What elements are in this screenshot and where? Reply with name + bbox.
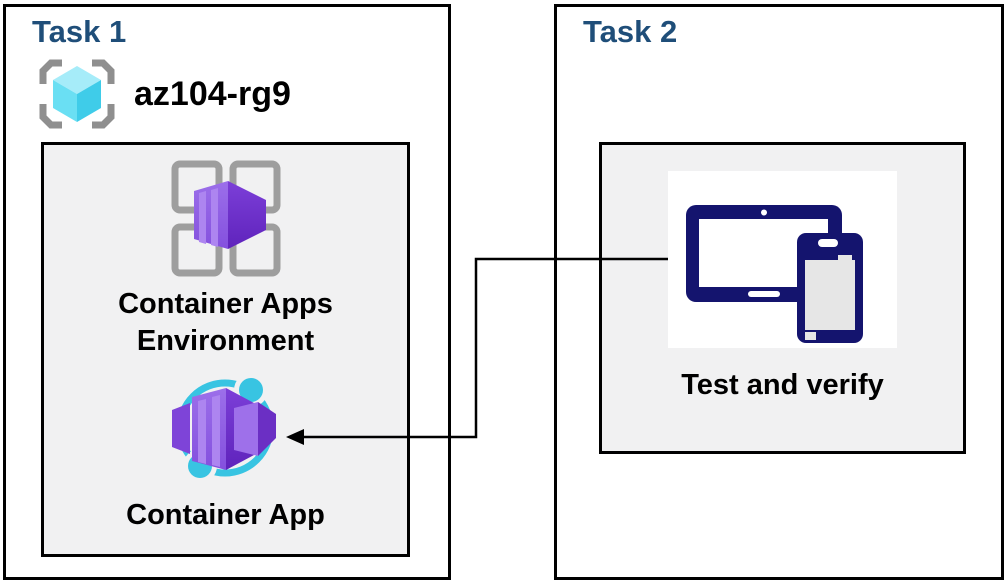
tablet-phone-devices-icon: [686, 205, 863, 343]
devices-panel: [668, 171, 897, 348]
container-app-label: Container App: [126, 499, 325, 531]
environment-label-line2: Environment: [136, 325, 315, 357]
task1-title: Task 1: [32, 14, 127, 49]
task1-box: Task 1 az104-rg9: [3, 4, 451, 580]
environment-label-line1: Container Apps: [118, 288, 333, 320]
task2-box: Task 2 Test and verify: [554, 4, 1004, 580]
resource-group-name: az104-rg9: [134, 74, 291, 113]
container-apps-environment-icon: [170, 160, 282, 282]
container-apps-environment-label: Container Apps Environment: [118, 286, 333, 360]
task2-title: Task 2: [583, 14, 678, 49]
test-and-verify-label: Test and verify: [681, 369, 884, 401]
test-and-verify-box: Test and verify: [599, 142, 966, 454]
container-app-icon: [166, 373, 286, 490]
container-apps-environment-box: Container Apps Environment: [41, 142, 410, 557]
resource-group-icon: [39, 59, 115, 129]
resource-group: az104-rg9: [36, 57, 291, 131]
